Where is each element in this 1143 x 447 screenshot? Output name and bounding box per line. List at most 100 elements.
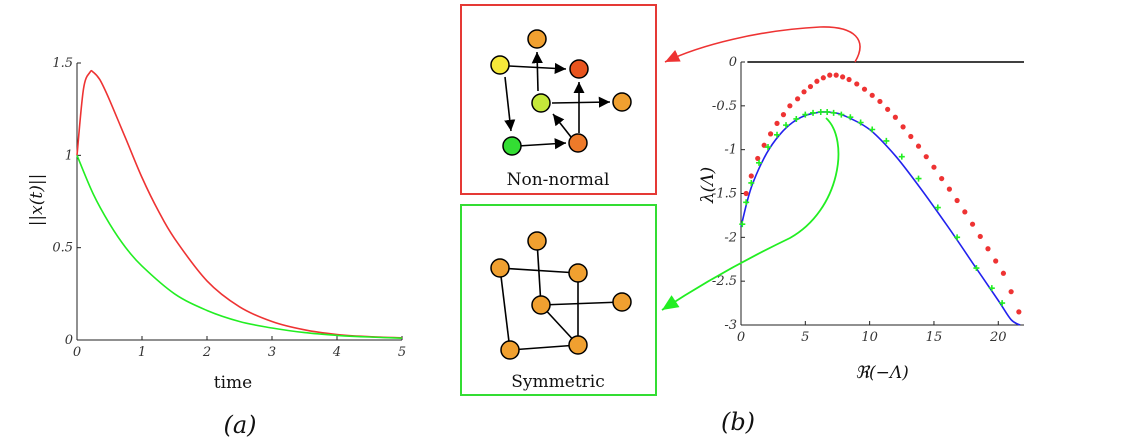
green-eigenvalue-point: [756, 159, 763, 166]
x-tick-label: 0: [737, 330, 745, 345]
symmetric-network-box: Symmetric: [460, 204, 657, 396]
x-tick-label: 15: [926, 330, 943, 345]
red-eigenvalue-point: [931, 164, 937, 170]
red-eigenvalue-point: [877, 98, 883, 105]
red-eigenvalue-point: [755, 155, 761, 162]
red-eigenvalue-point: [748, 173, 754, 179]
red-eigenvalue-point: [946, 186, 952, 192]
y-tick-label: -1.5: [712, 187, 737, 202]
green-eigenvalue-point: [743, 199, 750, 206]
symmetric-nodes: [490, 231, 632, 360]
red-eigenvalue-point: [962, 209, 968, 215]
x-tick-label: 4: [332, 345, 341, 360]
green-eigenvalue-point: [824, 108, 831, 115]
y-tick-label: -2: [724, 230, 737, 245]
chart-a-axes: [76, 63, 402, 341]
red-eigenvalue-point: [977, 233, 983, 240]
green-eigenvalue-point: [817, 108, 824, 115]
symmetric-edges: [499, 240, 623, 351]
red-eigenvalue-point: [923, 154, 929, 160]
red-eigenvalue-point: [1008, 289, 1014, 295]
nonnormal-network-box: Non-normal: [460, 4, 657, 195]
red-eigenvalue-point: [861, 86, 868, 92]
green-eigenvalue-point: [954, 234, 961, 241]
green-eigenvalue-point: [883, 137, 890, 144]
green-eigenvalue-point: [783, 122, 790, 129]
x-tick-label: 0: [73, 345, 81, 360]
green-eigenvalue-point: [830, 109, 837, 116]
red-eigenvalue-point: [1016, 309, 1022, 315]
red-eigenvalue-point: [780, 112, 787, 118]
y-tick-label: -0.5: [712, 99, 737, 114]
red-eigenvalue-point: [814, 78, 820, 84]
red-eigenvalue-point: [820, 75, 826, 81]
red-eigenvalue-point: [908, 133, 914, 140]
x-tick-label: 2: [202, 345, 211, 360]
y-tick-label: 0: [65, 333, 73, 348]
green-eigenvalue-point: [999, 300, 1006, 307]
red-eigenvalue-point: [900, 124, 906, 130]
x-tick-label: 1: [138, 345, 146, 360]
nonnormal-edges: [504, 51, 611, 150]
green-eigenvalue-point: [847, 114, 854, 121]
green-eigenvalue-point: [748, 179, 755, 186]
symmetric-pointer-arrow: [661, 117, 840, 311]
green-eigenvalue-point: [774, 131, 781, 138]
y-tick-label: -2.5: [712, 274, 737, 289]
nonnormal-caption: Non-normal: [507, 170, 610, 190]
red-eigenvalue-point: [892, 114, 898, 120]
series-line-1: [76, 154, 403, 339]
y-tick-label: 1.5: [52, 56, 73, 71]
green-eigenvalue-point: [973, 265, 980, 272]
chart-b-xlabel: ℜ(−Λ): [855, 363, 909, 383]
green-eigenvalue-point: [765, 144, 772, 151]
red-eigenvalue-point: [774, 120, 780, 126]
red-eigenvalue-point: [743, 190, 749, 197]
red-eigenvalue-point: [795, 96, 801, 102]
y-tick-label: -3: [724, 318, 737, 333]
red-eigenvalue-point: [767, 131, 774, 137]
x-tick-label: 5: [801, 330, 809, 345]
x-tick-label: 20: [989, 330, 1007, 345]
x-tick-label: 3: [268, 345, 276, 360]
y-tick-label: -1: [724, 143, 737, 158]
symmetric-caption: Symmetric: [511, 372, 604, 392]
green-eigenvalue-point: [934, 204, 941, 211]
nonnormal-nodes: [490, 29, 632, 156]
x-tick-label: 10: [861, 330, 878, 345]
red-eigenvalue-point: [840, 74, 846, 80]
x-tick-label: 5: [398, 345, 406, 360]
red-eigenvalue-point: [854, 81, 860, 87]
green-eigenvalue-point: [802, 111, 809, 118]
red-eigenvalue-point: [833, 72, 839, 78]
green-eigenvalue-point: [857, 119, 864, 126]
green-eigenvalue-point: [793, 115, 800, 122]
chart-b-ylabel: λ(Λ): [698, 167, 718, 204]
red-eigenvalue-point: [915, 143, 922, 149]
green-eigenvalue-point: [869, 126, 876, 133]
green-eigenvalue-point: [988, 285, 995, 292]
red-eigenvalue-point: [969, 221, 976, 227]
red-eigenvalue-point: [801, 89, 807, 95]
green-eigenvalue-point: [915, 175, 922, 182]
symmetric-box-frame: [460, 204, 657, 396]
chart-a-series: [76, 69, 403, 339]
red-eigenvalue-point: [846, 76, 852, 83]
red-eigenvalue-point: [885, 106, 891, 112]
green-eigenvalue-point: [739, 221, 746, 228]
red-eigenvalue-point: [1000, 270, 1007, 276]
panel-label-a: (a): [223, 411, 256, 439]
green-eigenvalue-point: [838, 111, 845, 118]
series-line-1: [740, 111, 1021, 326]
red-eigenvalue-point: [787, 103, 793, 109]
nonnormal-pointer-arrow: [664, 26, 861, 63]
y-tick-label: 1: [65, 148, 73, 163]
red-eigenvalue-point: [869, 92, 875, 98]
series-line-0: [76, 69, 403, 339]
red-eigenvalue-point: [985, 246, 991, 252]
red-eigenvalue-point: [939, 175, 945, 182]
